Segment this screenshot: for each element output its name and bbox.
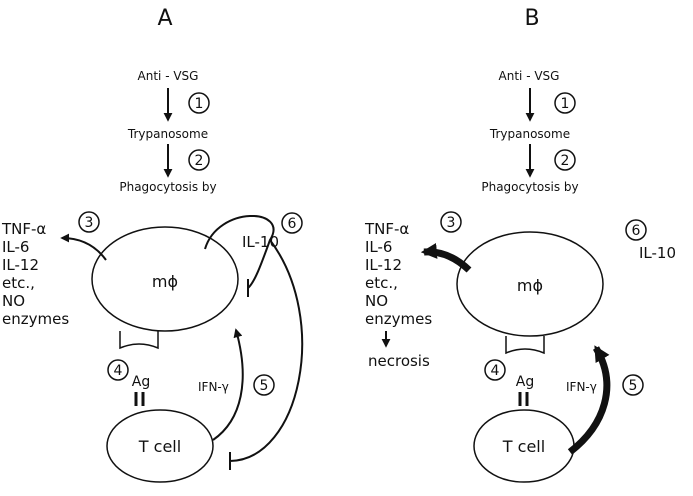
panel-b-cytokine-tnf: TNF-α — [364, 220, 409, 238]
panel-a-step-5-number: 5 — [260, 378, 269, 394]
panel-b-t-cell-label: T cell — [502, 437, 545, 456]
panel-a-macrophage — [91, 226, 239, 332]
panel-b-step-3-number: 3 — [447, 215, 456, 231]
panel-b-cytokine-etc: etc., — [365, 274, 398, 292]
panel-b-step-2-number: 2 — [561, 153, 570, 169]
panel-b-cytokine-enzymes: enzymes — [365, 310, 432, 328]
panel-a-anti-vsg-label: Anti - VSG — [138, 69, 199, 83]
panel-b-step-5-number: 5 — [629, 378, 638, 394]
panel-b-step-5: 5 — [622, 374, 644, 396]
panel-a-step-5: 5 — [253, 374, 275, 396]
panel-b-step-2: 2 — [554, 149, 576, 171]
panel-a-step-3: 3 — [78, 211, 100, 233]
panel-a-title: A — [157, 6, 172, 31]
panel-b-macrophage-label: mϕ — [517, 276, 543, 295]
panel-a-ag-label: Ag — [132, 374, 150, 390]
panel-b-cytokine-no: NO — [365, 292, 388, 310]
panel-a-cytokine-il12: IL-12 — [2, 256, 39, 274]
panel-b-cytokine-list: TNF-α IL-6 IL-12 etc., NO enzymes — [364, 220, 432, 328]
panel-b-il10-label: IL-10 — [639, 244, 676, 262]
panel-b-ag-label: Ag — [516, 374, 534, 390]
panel-a-step-2: 2 — [188, 149, 210, 171]
panel-a-cytokine-list: TNF-α IL-6 IL-12 etc., NO enzymes — [1, 220, 69, 328]
panel-b-anti-vsg-label: Anti - VSG — [499, 69, 560, 83]
panel-a-cytokine-no: NO — [2, 292, 25, 310]
panel-b-cytokine-il6: IL-6 — [365, 238, 392, 256]
panel-a: A Anti - VSG 1 Trypanosome 2 Phagocytosi… — [1, 6, 304, 483]
panel-a-t-cell-label: T cell — [138, 437, 181, 456]
panel-b-macrophage — [456, 231, 604, 337]
panel-a-phagocytosis-label: Phagocytosis by — [119, 180, 216, 194]
panel-b-ifn-arrow-thick — [567, 345, 611, 455]
panel-b: B Anti - VSG 1 Trypanosome 2 Phagocytosi… — [364, 6, 676, 483]
panel-b-step-1: 1 — [554, 92, 576, 114]
panel-a-cytokine-arrow — [60, 233, 107, 261]
panel-a-ifn-arrow — [212, 328, 244, 441]
panel-b-cytokine-il12: IL-12 — [365, 256, 402, 274]
panel-a-il10-macrophage-feedback — [204, 214, 275, 297]
panel-a-step-4-number: 4 — [114, 363, 123, 379]
panel-a-step-2-number: 2 — [195, 153, 204, 169]
panel-b-step-1-number: 1 — [561, 96, 570, 112]
panel-a-cytokine-etc: etc., — [2, 274, 35, 292]
panel-b-trypanosome-label: Trypanosome — [489, 127, 570, 141]
panel-b-step-4-number: 4 — [491, 363, 500, 379]
panel-a-cytokine-il6: IL-6 — [2, 238, 29, 256]
panel-b-step-6-number: 6 — [632, 223, 641, 239]
panel-a-trypanosome-label: Trypanosome — [127, 127, 208, 141]
panel-b-step-4: 4 — [484, 359, 506, 381]
panel-b-step-6: 6 — [625, 219, 647, 241]
panel-a-cytokine-tnf: TNF-α — [1, 220, 46, 238]
panel-a-macrophage-label: mϕ — [152, 272, 178, 291]
panel-a-step-6-number: 6 — [288, 216, 297, 232]
panel-a-step-1: 1 — [188, 92, 210, 114]
panel-b-title: B — [524, 6, 539, 31]
panel-a-il10-label: IL-10 — [242, 233, 279, 251]
panel-a-t-cell — [106, 409, 214, 483]
panel-b-step-3: 3 — [440, 211, 462, 233]
panel-a-cytokine-enzymes: enzymes — [2, 310, 69, 328]
panel-a-step-4: 4 — [107, 359, 129, 381]
panel-b-receptor — [505, 336, 545, 355]
panel-a-ifn-label: IFN-γ — [198, 380, 229, 394]
panel-b-phagocytosis-label: Phagocytosis by — [481, 180, 578, 194]
panel-b-necrosis-label: necrosis — [368, 352, 430, 370]
panel-b-cytokine-arrow-thick — [420, 242, 472, 273]
panel-a-step-6: 6 — [281, 212, 303, 234]
panel-a-il10-tcell-inhibition — [229, 239, 304, 470]
panel-a-step-3-number: 3 — [85, 215, 94, 231]
panel-b-ifn-label: IFN-γ — [566, 380, 597, 394]
panel-a-step-1-number: 1 — [195, 96, 204, 112]
panel-a-receptor — [119, 331, 159, 350]
